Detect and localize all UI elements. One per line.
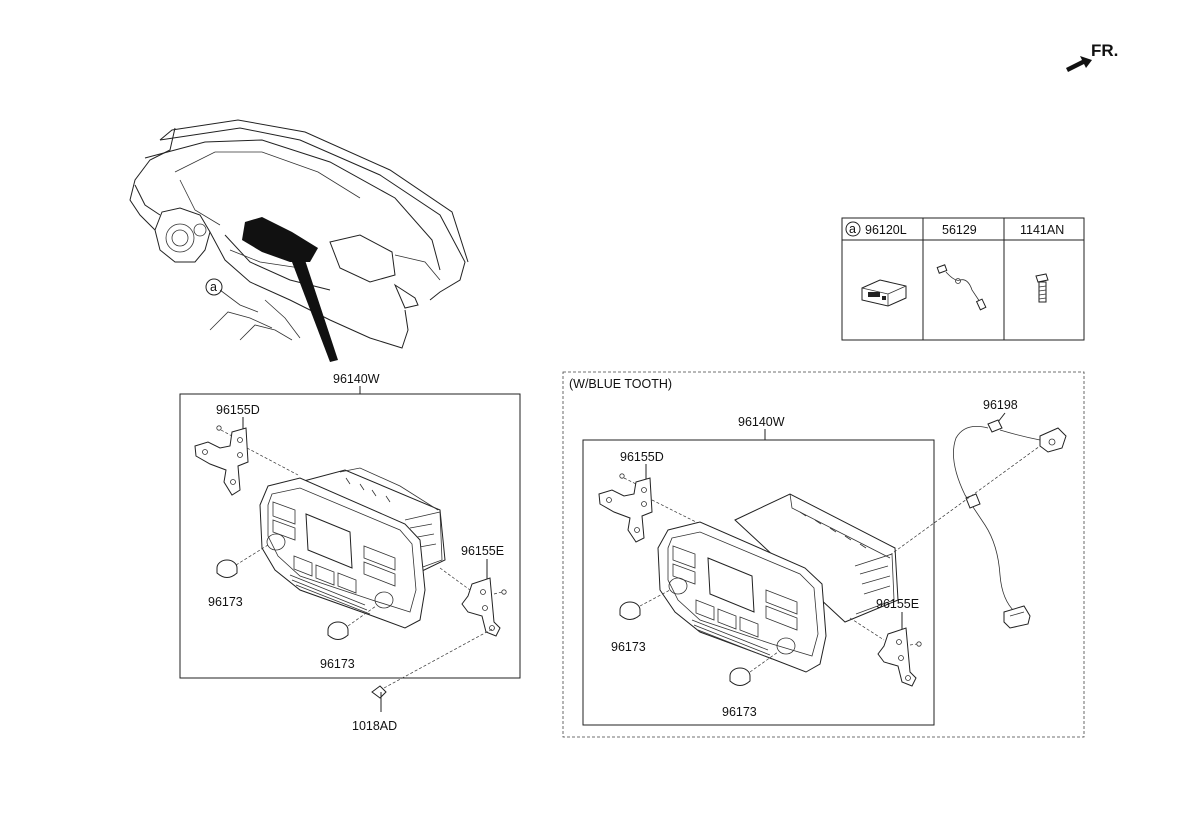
- callout-bt-audio-unit: 96140W: [738, 415, 785, 429]
- dashboard-illustration: a: [129, 119, 469, 362]
- front-arrow-icon: [1066, 56, 1092, 72]
- bolt-icon: [1035, 273, 1049, 303]
- std-bracket-right-part: [461, 577, 501, 637]
- callout-std-knob-left: 96173: [208, 595, 243, 609]
- usb-jack-icon: [861, 279, 907, 307]
- bt-bracket-left-part: [598, 477, 653, 543]
- bluetooth-title: (W/BLUE TOOTH): [569, 377, 672, 391]
- bluetooth-frame: [562, 371, 1085, 738]
- bt-assembly-frame: [582, 439, 935, 726]
- location-marker-label: a: [210, 280, 217, 294]
- location-marker-circle: [205, 278, 223, 296]
- legend-header-1: 96120L: [865, 223, 907, 237]
- callout-bt-knob-right: 96173: [722, 705, 757, 719]
- callout-bt-microphone: 96198: [983, 398, 1018, 412]
- bt-audio-unit-part: [657, 493, 899, 673]
- bt-bracket-screw: [619, 473, 637, 485]
- bt-knob-right-part: [729, 667, 751, 686]
- std-bracket-right-screw: [493, 589, 507, 595]
- standard-assembly: 96140W 96155D: [179, 372, 521, 679]
- callout-std-audio-unit: 96140W: [333, 372, 380, 386]
- bt-bracket-right-screw: [909, 641, 922, 647]
- legend-header-2: 56129: [942, 223, 977, 237]
- bt-microphone-part: [953, 419, 1067, 629]
- head-unit-location: [242, 217, 318, 262]
- callout-std-bracket-left: 96155D: [216, 403, 260, 417]
- std-bracket-screw: [216, 425, 233, 437]
- std-bracket-left-part: [194, 427, 249, 496]
- std-knob-right-part: [327, 621, 349, 640]
- std-audio-unit-part: [259, 467, 446, 629]
- legend-frame: [841, 217, 1085, 341]
- std-knob-left-part: [216, 559, 238, 578]
- callout-std-screw: 1018AD: [352, 719, 397, 733]
- location-pointer: [292, 260, 338, 362]
- callout-bt-bracket-left: 96155D: [620, 450, 664, 464]
- legend-table: a 96120L 56129 1141AN: [841, 217, 1085, 341]
- legend-marker-circle: [845, 221, 861, 237]
- std-screw-part: [371, 627, 495, 712]
- legend-marker-label: a: [849, 222, 856, 236]
- std-assembly-frame: [179, 393, 521, 679]
- front-direction-indicator: FR.: [1066, 41, 1118, 72]
- callout-std-bracket-right: 96155E: [461, 544, 504, 558]
- bluetooth-assembly: (W/BLUE TOOTH) 96140W 96155D: [562, 371, 1085, 738]
- callout-bt-bracket-right: 96155E: [876, 597, 919, 611]
- legend-header-3: 1141AN: [1020, 223, 1064, 237]
- bt-bracket-right-part: [877, 627, 917, 687]
- front-label: FR.: [1091, 41, 1118, 60]
- callout-bt-knob-left: 96173: [611, 640, 646, 654]
- callout-std-knob-right: 96173: [320, 657, 355, 671]
- wire-harness-icon: [936, 264, 987, 311]
- bt-knob-left-part: [619, 601, 641, 620]
